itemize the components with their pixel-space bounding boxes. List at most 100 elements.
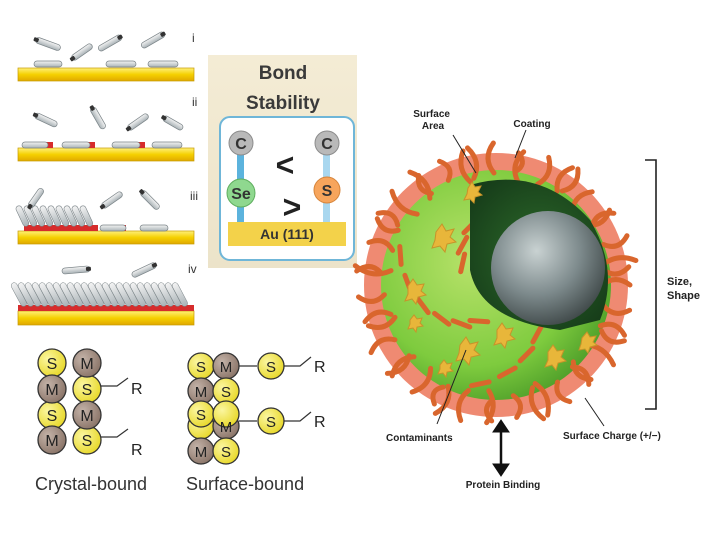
ligand-chain: [458, 251, 468, 275]
surface-charge-pointer: [584, 397, 605, 427]
ligand-chain: [365, 314, 398, 330]
ligand-chain: [456, 388, 471, 423]
ligand-chain: [601, 233, 630, 249]
sam-step-i: i: [17, 31, 195, 82]
contaminant-particles: [404, 181, 599, 379]
size-shape-label: Size, Shape: [667, 276, 700, 302]
alkyl-chain: [101, 377, 129, 387]
ligand-chain: [517, 345, 536, 364]
ligand-chain: [397, 244, 404, 267]
selenium-label: Se: [231, 186, 251, 203]
sulfur-label: S: [322, 183, 333, 200]
ligand-chain: [600, 302, 633, 316]
size-bracket: [645, 159, 657, 410]
ligand-chain: [469, 379, 492, 389]
ligand-chain: [496, 365, 518, 380]
crystal-bound-label: Crystal-bound: [35, 474, 147, 494]
step-label-ii: ii: [192, 95, 197, 109]
carbon-atom-right: [314, 130, 340, 156]
less-than-symbol: <: [276, 147, 295, 183]
sulfur-atom-label: S: [47, 408, 58, 425]
sulfur-atom-label: S: [266, 359, 276, 376]
sam-step-iii: iii: [15, 188, 198, 245]
ligand-chain: [484, 388, 496, 426]
sulfur-atom-label: S: [266, 414, 276, 431]
carbon-atom-left: [228, 130, 254, 156]
sulfur-atom-label: S: [221, 444, 231, 461]
ligand-chain: [430, 384, 446, 407]
surface-bound-label: Surface-bound: [186, 474, 304, 494]
r-group-label: R: [131, 381, 143, 398]
r-group-label: R: [131, 442, 143, 459]
alkyl-chain: [284, 411, 312, 422]
alkyl-chain: [284, 356, 312, 367]
gold-substrate: [17, 67, 195, 82]
size-shape-line2: Shape: [667, 290, 700, 302]
ligand-chain: [432, 383, 452, 416]
sulfur-atom-label: S: [196, 359, 206, 376]
adsorbed-molecules: [33, 60, 179, 68]
size-shape-line1: Size,: [667, 276, 692, 288]
ligand-chain: [352, 263, 394, 277]
free-thiol-molecules: [27, 188, 160, 210]
ligand-chain: [432, 310, 452, 327]
surface-area-pointer: [452, 134, 477, 174]
sulfur-atom: [313, 176, 341, 204]
metal-atom-label: M: [195, 384, 208, 401]
ligand-chain: [532, 381, 551, 418]
bond-stability-title-line1: Bond: [259, 63, 308, 84]
ligand-chain: [597, 321, 627, 338]
protein-binding-arrow: [492, 419, 510, 477]
sam-step-iv: iv: [10, 262, 197, 326]
ligand-chain: [554, 165, 575, 194]
nanoparticle-core: [491, 211, 605, 325]
ligand-chain: [356, 292, 387, 304]
metal-atom-label: M: [80, 408, 93, 425]
free-thiol-molecules: [33, 31, 166, 62]
r-group-label: R: [314, 359, 326, 376]
ligand-chain: [450, 318, 473, 330]
gold-substrate: [17, 147, 195, 162]
sulfur-atom-label: S: [221, 384, 231, 401]
standing-up-domain: [15, 205, 94, 227]
surface-area-line1: Surface: [413, 109, 450, 120]
ligand-chain: [437, 158, 453, 183]
adsorbed-molecules: [21, 141, 183, 149]
step-label-i: i: [192, 31, 195, 45]
ligand-chain: [485, 140, 497, 176]
free-thiol-molecules: [32, 105, 184, 132]
metal-atom-label: M: [45, 433, 58, 450]
ligand-chain: [375, 210, 401, 228]
step-label-iii: iii: [190, 189, 198, 203]
sulfur-atom-label: S: [82, 433, 93, 450]
gold-substrate: [17, 310, 195, 326]
sam-formation-panel: i ii: [10, 31, 198, 326]
full-monolayer: [10, 282, 188, 307]
metal-atom-label: M: [195, 444, 208, 461]
ligand-chain: [414, 295, 431, 316]
contaminants-label: Contaminants: [386, 433, 453, 444]
gold-substrate: [17, 230, 195, 245]
ligand-chain: [467, 318, 491, 325]
coating-label: Coating: [513, 119, 550, 130]
protein-binding-label: Protein Binding: [466, 480, 540, 491]
thiolate-anchors: [45, 142, 145, 148]
ligand-chain: [510, 393, 523, 420]
ligand-chain: [530, 323, 544, 345]
ligand-chain: [559, 166, 581, 194]
crystal-bound-structure: S M M S S M M S R R Crystal-bound: [35, 348, 147, 494]
thiolate-layer: [18, 305, 194, 311]
ligand-chain: [368, 336, 398, 356]
ligand-chain: [455, 234, 470, 256]
alkyl-chain: [101, 428, 129, 438]
ligand-chain: [535, 154, 553, 187]
r-group-label: R: [314, 414, 326, 431]
ligand-chain: [589, 210, 617, 230]
ligand-chain: [458, 148, 474, 185]
sulfur-atom-label: S: [196, 407, 206, 424]
adsorbed-molecules: [99, 224, 169, 232]
greater-than-symbol: >: [283, 189, 302, 225]
metal-atom-label: M: [220, 419, 233, 436]
sulfur-atom-label: S: [82, 382, 93, 399]
